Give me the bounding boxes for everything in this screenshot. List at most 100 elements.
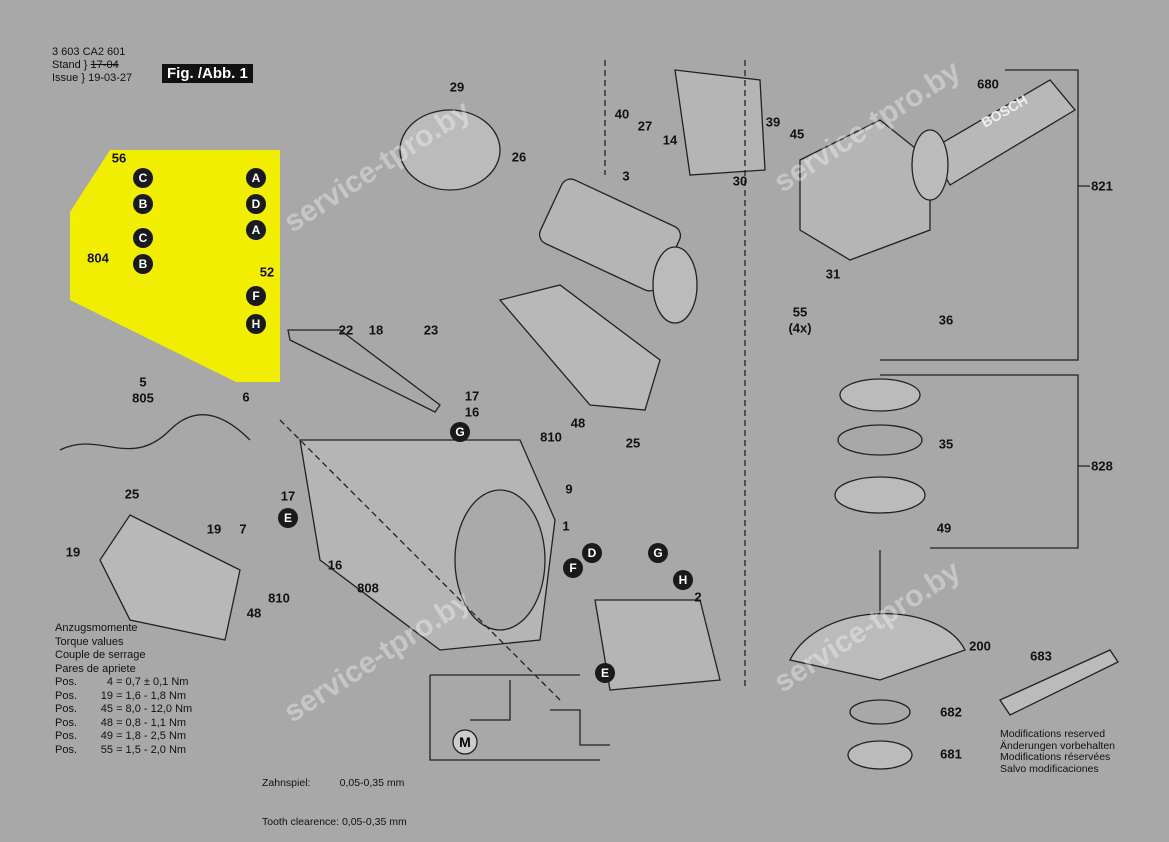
- part-label: 48: [570, 415, 586, 431]
- motor-symbol: M: [459, 734, 471, 750]
- pos-number: 49: [100, 730, 113, 742]
- pos-number: 48: [100, 716, 113, 729]
- torque-value: = 1,5 - 2,0 Nm: [116, 743, 187, 756]
- part-label: 5: [139, 374, 147, 390]
- document-header: 3 603 CA2 601 Stand } 17-04 Issue } 19-0…: [52, 46, 133, 84]
- stand-value: 17-04: [90, 59, 119, 71]
- connector-marker: G: [450, 422, 470, 442]
- part-label: 27: [637, 118, 653, 134]
- connector-marker: F: [563, 558, 583, 578]
- part-label: 16: [464, 404, 480, 420]
- part-label: 1: [562, 518, 570, 534]
- part-label: 17: [464, 388, 480, 404]
- pos: Pos.: [55, 716, 78, 729]
- part-label: 6: [242, 389, 250, 405]
- torque-value: = 0,7 ± 0,1 Nm: [116, 676, 189, 688]
- part-label: 35: [938, 436, 954, 452]
- part-label: 36: [938, 312, 954, 328]
- part-label: 682: [940, 704, 962, 720]
- part-label: 804: [87, 250, 109, 266]
- part-label: 23: [423, 322, 439, 338]
- torque-value: = 0,8 - 1,1 Nm: [116, 716, 187, 729]
- connector-marker: H: [246, 314, 266, 334]
- part-label: 821: [1091, 178, 1113, 194]
- modification-line: Änderungen vorbehalten: [1000, 739, 1116, 752]
- tooth-clearance: Zahnspiel: 0,05-0,35 mm Tooth clearence:…: [262, 751, 407, 842]
- pos-number: 19: [100, 689, 113, 702]
- part-label: 810: [268, 590, 290, 606]
- part-label: 805: [132, 390, 154, 406]
- part-label: 49: [936, 520, 952, 536]
- part-label: 808: [357, 580, 379, 596]
- connector-marker: C: [133, 228, 153, 248]
- highlight-area: [70, 150, 280, 382]
- torque-row: Pos.55 = 1,5 - 2,0 Nm: [55, 744, 192, 758]
- pos: Pos.: [55, 689, 78, 702]
- part-label: 25: [124, 486, 140, 502]
- tooth-line: Zahnspiel: 0,05-0,35 mm: [262, 777, 405, 789]
- modification-line: Modifications reserved: [1000, 728, 1106, 740]
- part-label: 40: [614, 106, 630, 122]
- part-label: 29: [449, 79, 465, 95]
- part-label: 200: [969, 638, 991, 654]
- torque-title: Torque values: [55, 635, 124, 648]
- connector-marker: B: [133, 254, 153, 274]
- stand-label: Stand: [52, 59, 81, 71]
- pos-number: 45: [100, 703, 113, 715]
- connector-marker: H: [673, 570, 693, 590]
- connector-marker: A: [246, 168, 266, 188]
- part-label: 55: [792, 304, 808, 320]
- modification-line: Modifications réservées: [1000, 751, 1111, 763]
- connector-marker: A: [246, 220, 266, 240]
- modifications-note: Modifications reserved Änderungen vorbeh…: [1000, 728, 1116, 775]
- figure-label: Fig. /Abb. 1: [162, 64, 253, 83]
- part-label: 828: [1091, 458, 1113, 474]
- part-label: 810: [540, 429, 562, 445]
- part-label: 56: [111, 150, 127, 166]
- connector-marker: F: [246, 286, 266, 306]
- part-label: (4x): [788, 320, 812, 336]
- part-label: 9: [565, 481, 573, 497]
- torque-value: = 8,0 - 12,0 Nm: [116, 703, 193, 715]
- part-label: 3: [622, 168, 630, 184]
- torque-row: Pos. 45 = 8,0 - 12,0 Nm: [55, 703, 192, 717]
- pos-number: 4: [106, 676, 113, 688]
- part-label: 30: [732, 173, 748, 189]
- part-label: 680: [977, 76, 999, 92]
- part-label: 31: [825, 266, 841, 282]
- bracket-828: [880, 374, 1090, 549]
- torque-row: Pos. 4 = 0,7 ± 0,1 Nm: [55, 676, 192, 690]
- part-number: 3 603 CA2 601: [52, 46, 126, 58]
- part-label: 2: [694, 589, 702, 605]
- torque-row: Pos. 48 = 0,8 - 1,1 Nm: [55, 717, 192, 731]
- part-label: 18: [368, 322, 384, 338]
- connector-marker: D: [582, 543, 602, 563]
- part-label: 17: [280, 488, 296, 504]
- part-label: 14: [662, 132, 678, 148]
- part-label: 39: [765, 114, 781, 130]
- part-label: 19: [65, 544, 81, 560]
- issue-label: Issue: [52, 72, 79, 84]
- pos: Pos.: [55, 703, 78, 715]
- torque-row: Pos.19 = 1,6 - 1,8 Nm: [55, 690, 192, 704]
- connector-marker: C: [133, 168, 153, 188]
- connector-marker: B: [133, 194, 153, 214]
- torque-title: Anzugsmomente: [55, 622, 138, 634]
- issue-value: 19-03-27: [88, 72, 133, 84]
- part-label: 26: [511, 149, 527, 165]
- part-label: 25: [625, 435, 641, 451]
- tooth-line: Tooth clearence: 0,05-0,35 mm: [262, 816, 407, 828]
- part-label: 48: [246, 605, 262, 621]
- bracket-821: [880, 69, 1090, 361]
- torque-title: Pares de apriete: [55, 662, 136, 675]
- torque-value: = 1,8 - 2,5 Nm: [116, 730, 187, 742]
- part-label: 16: [327, 557, 343, 573]
- pos: Pos.: [55, 730, 78, 742]
- part-label: 22: [338, 322, 354, 338]
- part-label: 19: [206, 521, 222, 537]
- part-label: 683: [1030, 648, 1052, 664]
- modification-line: Salvo modificaciones: [1000, 762, 1099, 775]
- pos: Pos.: [55, 676, 78, 688]
- part-label: 681: [940, 746, 962, 762]
